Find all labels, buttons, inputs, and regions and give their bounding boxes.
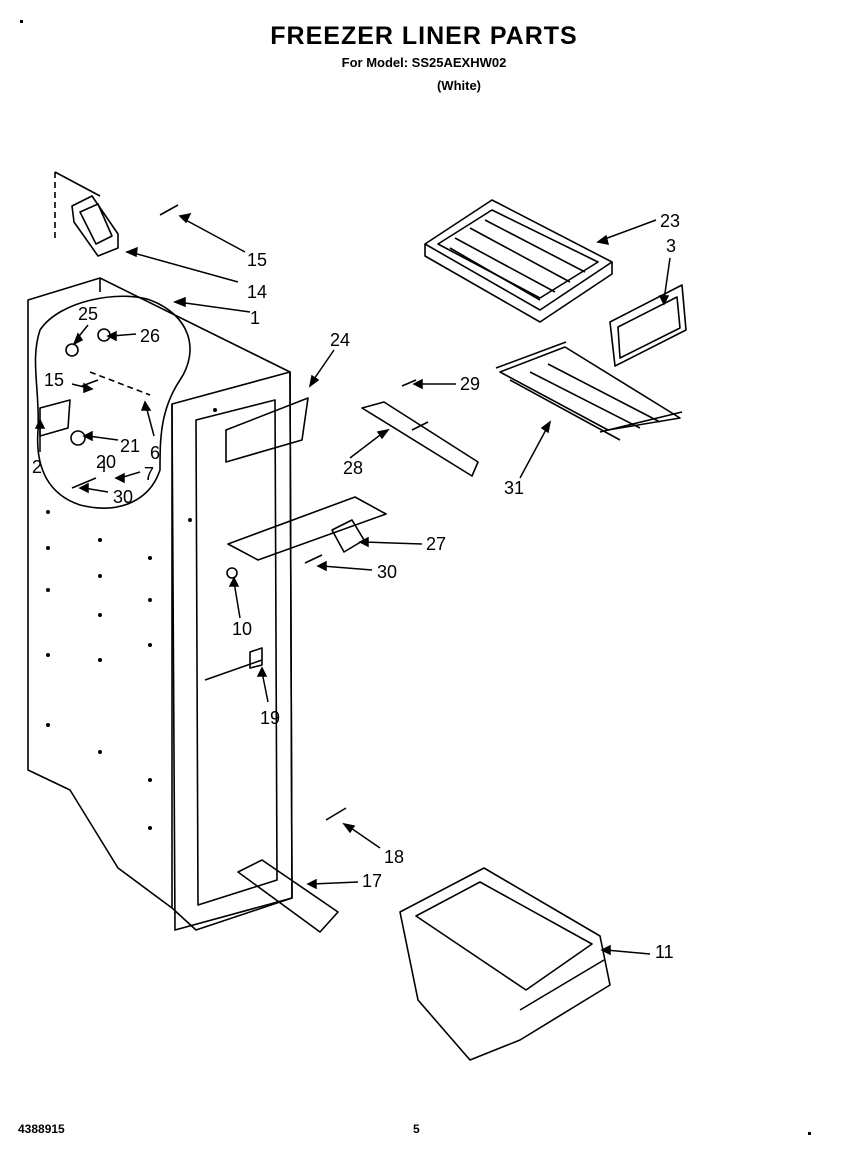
leader-lines	[34, 212, 671, 956]
line-art	[27, 171, 687, 1061]
callout-10: 10	[232, 619, 252, 639]
callout-27: 27	[426, 534, 446, 554]
callout-11: 11	[655, 942, 674, 962]
callout-28: 28	[343, 458, 363, 478]
callout-2: 2	[32, 457, 42, 477]
callout-14: 14	[247, 282, 267, 302]
switch-27	[331, 519, 365, 553]
callout-6: 6	[150, 443, 160, 463]
callout-21: 21	[120, 436, 140, 456]
callout-7: 7	[144, 464, 154, 484]
callout-3: 3	[666, 236, 676, 256]
callout-23: 23	[660, 211, 680, 231]
callout-18: 18	[384, 847, 404, 867]
duct-24	[225, 397, 309, 463]
panel-17	[237, 859, 339, 933]
callout-19: 19	[260, 708, 280, 728]
callout-24: 24	[330, 330, 350, 350]
callout-25: 25	[78, 304, 98, 324]
callout-31: 31	[504, 478, 524, 498]
callout-15b: 15	[44, 370, 64, 390]
wire-shelf-31	[499, 346, 681, 431]
callout-labels: 15 14 1 25 26 15 24 6 2 21 20 7 30 23 3 …	[32, 211, 680, 962]
crisper-bin-11	[399, 867, 611, 1061]
callout-1: 1	[250, 308, 260, 328]
callout-26: 26	[140, 326, 160, 346]
corner-mark	[20, 20, 23, 23]
liner-dots	[46, 408, 217, 830]
liner-front-frame	[171, 371, 293, 931]
color-line: (White)	[436, 78, 482, 93]
shelf-pan-3	[609, 284, 687, 367]
callout-30b: 30	[377, 562, 397, 582]
shelf-bracket-28	[361, 401, 479, 477]
corner-mark	[808, 1132, 811, 1135]
callout-20: 20	[96, 452, 116, 472]
clip-19	[249, 647, 263, 669]
footer-page-number: 5	[413, 1122, 420, 1136]
model-line: For Model: SS25AEXHW02	[341, 55, 507, 70]
callout-17: 17	[362, 871, 382, 891]
footer-part-number: 4388915	[18, 1122, 65, 1136]
page-title: FREEZER LINER PARTS	[270, 22, 578, 50]
callout-29: 29	[460, 374, 480, 394]
callout-30: 30	[113, 487, 133, 507]
callout-15: 15	[247, 250, 267, 270]
top-bracket	[71, 195, 119, 257]
freezer-liner	[27, 277, 293, 931]
